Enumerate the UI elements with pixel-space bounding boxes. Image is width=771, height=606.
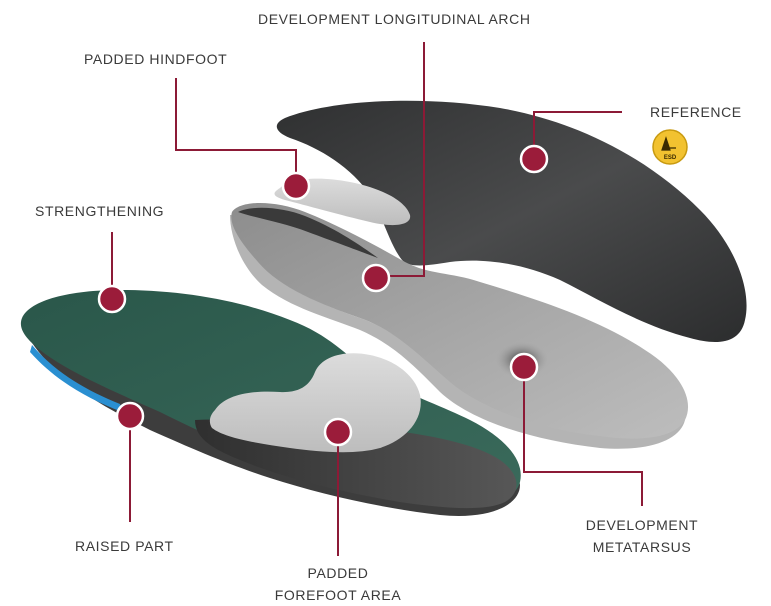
grey-layer-heel-cup <box>238 207 378 258</box>
leader-line-hindfoot <box>175 78 297 184</box>
marker-raised-part <box>115 401 145 431</box>
label-padded-forefoot-area: PADDED FOREFOOT AREA <box>263 562 413 606</box>
label-development-metatarsus: DEVELOPMENT METATARSUS <box>572 514 712 558</box>
label-raised-part: RAISED PART <box>75 538 174 554</box>
blue-stripe <box>30 345 122 412</box>
label-padded-forefoot-area-line2: FOREFOOT AREA <box>274 587 402 603</box>
leader-lines <box>111 42 643 556</box>
esd-badge-text: ESD <box>664 155 677 161</box>
label-development-longitudinal-arch: DEVELOPMENT LONGITUDINAL ARCH <box>258 11 531 27</box>
forefoot-pad <box>209 353 421 453</box>
leader-line-metatarsus <box>523 366 643 506</box>
grey-layer-wall <box>230 215 685 449</box>
label-padded-forefoot-area-line1: PADDED <box>307 565 369 581</box>
label-reference: REFERENCE <box>650 104 742 120</box>
marker-hindfoot <box>281 171 311 201</box>
marker-reference <box>519 144 549 174</box>
label-strengthening: STRENGTHENING <box>35 203 165 219</box>
marker-metatarsus <box>509 352 539 382</box>
leader-line-reference <box>533 111 622 158</box>
marker-strengthening <box>97 284 127 314</box>
label-padded-hindfoot: PADDED HINDFOOT <box>84 51 228 67</box>
grey-layer <box>231 203 689 439</box>
leader-line-longitudinal-arch <box>376 42 425 277</box>
esd-hand-icon <box>661 136 676 151</box>
markers <box>97 144 549 447</box>
reference-layer <box>276 100 747 343</box>
esd-badge: ESD <box>652 129 688 165</box>
label-development-metatarsus-line2: METATARSUS <box>592 539 692 555</box>
marker-longitudinal-arch <box>361 263 391 293</box>
marker-forefoot <box>323 417 353 447</box>
esd-badge-circle <box>652 129 688 165</box>
label-development-metatarsus-line1: DEVELOPMENT <box>585 517 699 533</box>
